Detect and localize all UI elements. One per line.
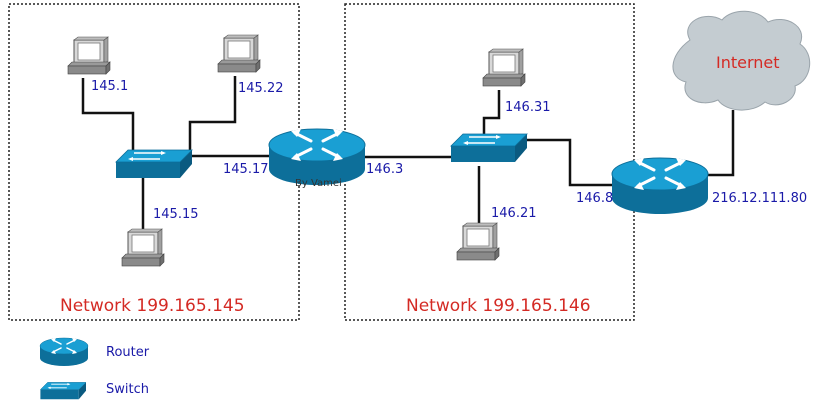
- link-pc2-switch1: [188, 76, 237, 152]
- internet-cloud: [672, 10, 810, 111]
- computer-icon-145-15: [121, 228, 165, 267]
- computer-icon-145-1: [67, 36, 111, 75]
- router-icon-2: [610, 156, 710, 216]
- host-label-145-22: 145.22: [238, 81, 284, 96]
- router-icon-1: [267, 127, 367, 187]
- legend-router-label: Router: [106, 345, 150, 360]
- host-label-145-15: 145.15: [153, 207, 199, 222]
- computer-icon-146-31: [482, 48, 526, 87]
- link-router2-internet: [705, 110, 735, 177]
- watermark-text: By Vamei: [295, 178, 342, 189]
- link-pc1-switch1: [81, 78, 135, 150]
- connections: [81, 76, 735, 240]
- host-label-146-21: 146.21: [491, 206, 537, 221]
- interface-label-216-12-111-80: 216.12.111.80: [712, 191, 807, 206]
- computer-icon-146-21: [456, 222, 500, 261]
- internet-label: Internet: [716, 53, 780, 72]
- network-right-label: Network 199.165.146: [406, 296, 591, 316]
- interface-label-145-17: 145.17: [223, 162, 269, 177]
- legend-router-icon: [39, 337, 89, 367]
- computer-icon-145-22: [217, 34, 261, 73]
- switch-icon-network-145: [115, 149, 193, 179]
- host-label-146-31: 146.31: [505, 100, 551, 115]
- legend-switch-label: Switch: [106, 382, 149, 397]
- legend-switch-icon: [39, 381, 87, 400]
- interface-label-146-8: 146.8: [576, 191, 613, 206]
- link-switch2-router2: [520, 138, 616, 187]
- network-left-label: Network 199.165.145: [60, 296, 245, 316]
- interface-label-146-3: 146.3: [366, 162, 403, 177]
- switch-icon-network-146: [450, 133, 528, 163]
- host-label-145-1: 145.1: [91, 79, 128, 94]
- link-pc4-switch2: [482, 90, 501, 140]
